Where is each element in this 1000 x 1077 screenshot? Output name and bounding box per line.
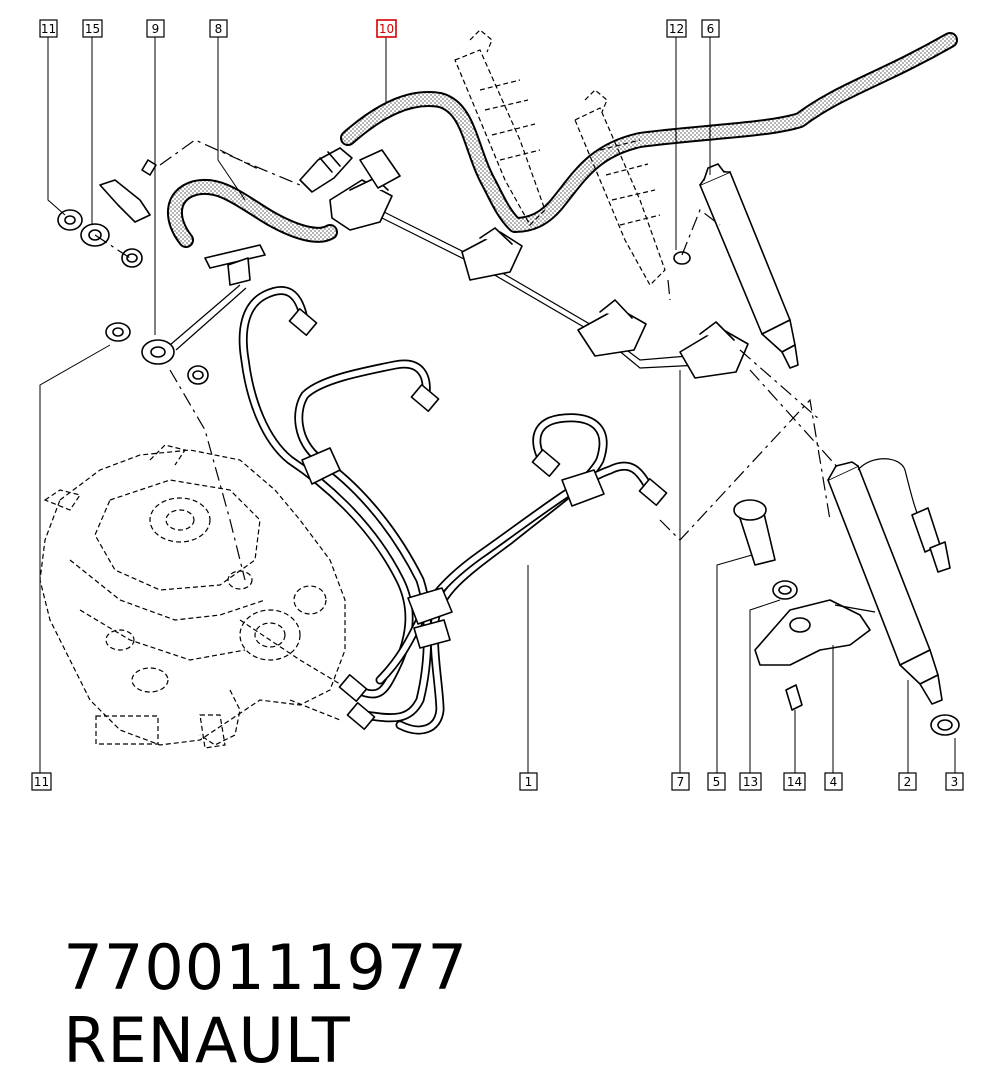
callout-label: 14 [787,775,802,789]
callout-label: 1 [525,775,533,789]
pipe-clip-bar [329,149,749,379]
callout-label: 11 [41,22,56,36]
callout-label: 5 [713,775,721,789]
callout-13: 13 [739,772,762,791]
callout-label: 8 [215,22,223,36]
callout-3: 3 [945,772,964,791]
injector-pipes [238,286,668,735]
fuel-return-hose [340,32,958,233]
exploded-parts-diagram: 11 15 9 8 10 12 6 11 1 7 5 13 [31,19,964,791]
brand-name: RENAULT [63,1004,351,1077]
callout-1: 1 [519,772,538,791]
injector-lower [827,458,960,736]
leader-lines [39,37,956,773]
part-number: 7700111977 [63,931,468,1004]
callout-label: 11 [34,775,49,789]
callout-14: 14 [783,772,806,791]
callout-15: 15 [82,19,103,38]
callout-label: 12 [669,22,684,36]
callout-12: 12 [666,19,687,38]
callout-6: 6 [701,19,720,38]
callout-label: 6 [707,22,715,36]
leak-off-hose [166,178,338,248]
injector-upper [673,163,799,369]
callout-label: 9 [152,22,160,36]
callout-2: 2 [898,772,917,791]
callout-label: 2 [904,775,912,789]
callout-8: 8 [209,19,228,38]
callout-label: 7 [677,775,685,789]
part-caption: 7700111977 RENAULT [22,858,532,1077]
hose-fittings [141,139,353,193]
callout-9: 9 [146,19,165,38]
callout-label: 13 [743,775,758,789]
callout-5: 5 [707,772,726,791]
callout-11-top: 11 [39,19,58,38]
callout-label: 3 [951,775,959,789]
left-small-parts [57,179,266,581]
callout-label: 10 [379,22,394,36]
callout-label: 15 [85,22,100,36]
injection-pump-ghost [39,444,351,749]
injector-ghosts [454,29,666,286]
injector-clamp-parts [733,499,876,711]
callout-label: 4 [830,775,838,789]
callout-7: 7 [671,772,690,791]
callout-10-highlighted: 10 [376,19,397,38]
callout-4: 4 [824,772,843,791]
callout-11-bottom: 11 [31,772,52,791]
dashed-assembly-lines [659,209,841,541]
